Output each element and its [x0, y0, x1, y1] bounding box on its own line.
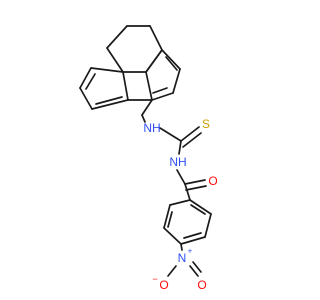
sulfur-label: S [202, 117, 210, 131]
amide-bonds [176, 169, 207, 201]
thiourea-bonds [141, 114, 202, 155]
nh-middle-label: NH [169, 155, 186, 169]
nitro-oxygen-right-label: O [197, 278, 206, 292]
nitro-oxygen-charge: − [152, 274, 157, 284]
benzene-ring-bonds [163, 199, 212, 251]
nh-top-label: NH [143, 121, 160, 135]
molecule-structure-diagram: NH S NH O N + O − O [79, 25, 218, 292]
nitro-nitrogen-label: N [178, 251, 187, 265]
naphthalene-bonds [79, 49, 181, 116]
nitro-oxygen-left-label: O [159, 278, 168, 292]
cyclopentane-bridge-bonds [106, 25, 163, 73]
carbonyl-oxygen-label: O [208, 174, 217, 188]
nitro-bonds [167, 261, 202, 277]
nitro-plus-charge: + [188, 247, 193, 256]
